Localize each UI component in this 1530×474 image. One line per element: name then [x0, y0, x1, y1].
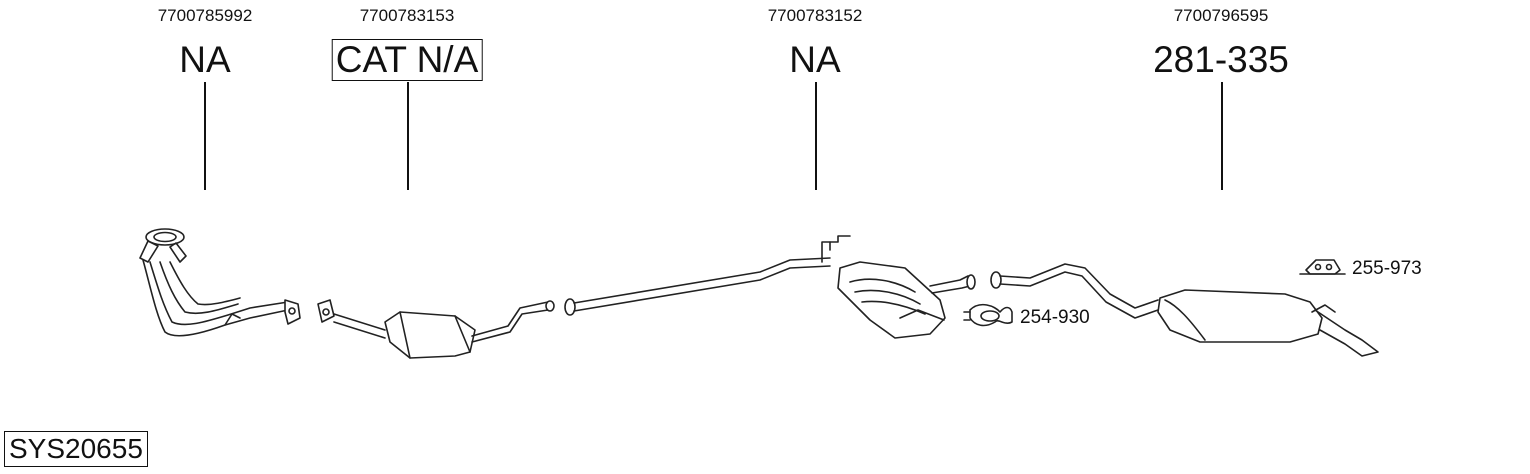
leader-line-centre-silencer [815, 82, 817, 190]
accessory-part-clamp[interactable]: 254-930 [1020, 307, 1090, 328]
oem-number-rear-silencer: 7700796595 [1173, 6, 1269, 25]
accessory-part-mount[interactable]: 255-973 [1352, 258, 1422, 279]
front-pipe-icon[interactable] [139, 228, 301, 337]
leader-line-front-pipe [204, 82, 206, 190]
oem-number-centre-silencer: 7700783152 [767, 6, 863, 25]
part-number-centre-silencer[interactable]: NA [789, 39, 841, 80]
leader-line-catalyst [407, 82, 409, 190]
rubber-mount-icon[interactable] [1299, 259, 1346, 275]
part-number-front-pipe[interactable]: NA [179, 39, 231, 80]
centre-silencer-icon[interactable] [564, 235, 976, 339]
oem-number-front-pipe: 7700785992 [157, 6, 253, 25]
leader-line-rear-silencer [1221, 82, 1223, 190]
oem-number-catalyst: 7700783153 [359, 6, 455, 25]
system-code-badge: SYS20655 [4, 431, 148, 467]
clamp-icon[interactable] [963, 303, 1013, 327]
catalytic-converter-icon[interactable] [317, 299, 555, 359]
rear-silencer-icon[interactable] [990, 263, 1379, 357]
part-number-catalyst[interactable]: CAT N/A [331, 39, 483, 81]
part-number-rear-silencer[interactable]: 281-335 [1153, 39, 1289, 80]
